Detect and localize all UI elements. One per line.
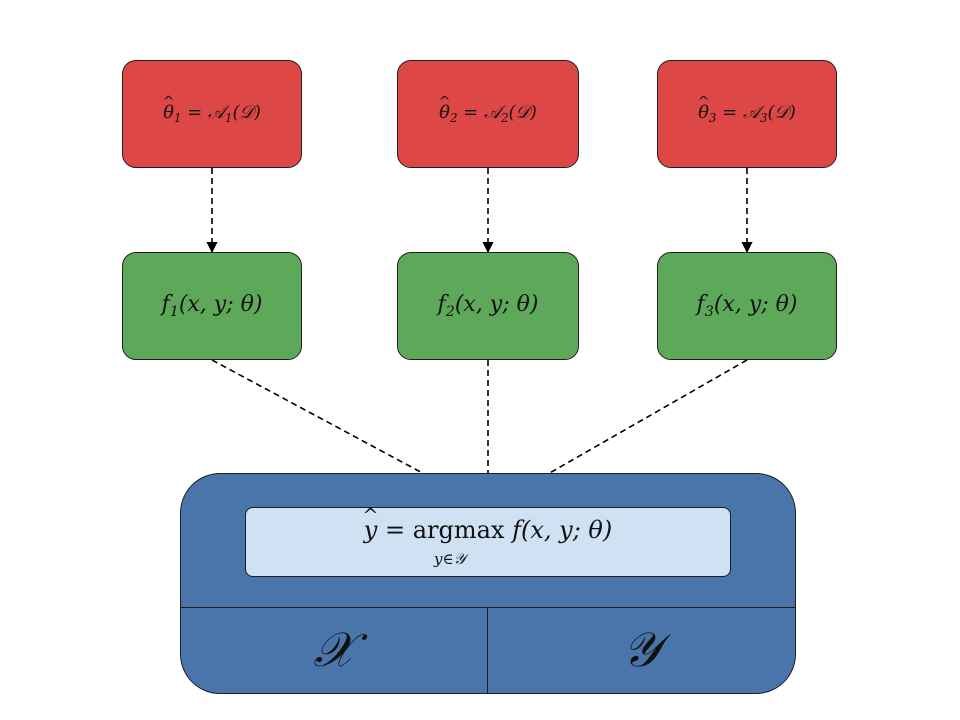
learner-label-1: θ1 = 𝒜1(𝒟)	[163, 102, 261, 125]
learner-label-2: θ2 = 𝒜2(𝒟)	[439, 102, 537, 125]
prediction-lhs: y	[364, 516, 378, 544]
model-box-3: f3(x, y; θ)	[657, 252, 837, 360]
edge-model1-inference	[211, 359, 485, 507]
prediction-rhs: f(x, y; θ)	[512, 516, 613, 544]
argmax-operator: argmax	[412, 516, 505, 544]
inference-divider-horizontal	[181, 607, 795, 608]
output-space-label: 𝒴	[622, 622, 661, 678]
learner-label-3: θ3 = 𝒜3(𝒟)	[698, 102, 796, 125]
input-space-cell: 𝒳	[181, 608, 487, 693]
model-label-2: f2(x, y; θ)	[437, 292, 539, 320]
prediction-equation-box: y = argmax f(x, y; θ) y∈𝒴	[245, 507, 731, 577]
model-label-3: f3(x, y; θ)	[696, 292, 798, 320]
output-space-cell: 𝒴	[488, 608, 795, 693]
argmax-subscript: y∈𝒴	[434, 550, 466, 568]
input-space-label: 𝒳	[313, 622, 355, 678]
prediction-equation: y = argmax f(x, y; θ)	[246, 516, 730, 544]
model-label-1: f1(x, y; θ)	[161, 292, 263, 320]
learner-box-3: θ3 = 𝒜3(𝒟)	[657, 60, 837, 168]
learner-box-2: θ2 = 𝒜2(𝒟)	[397, 60, 579, 168]
model-box-1: f1(x, y; θ)	[122, 252, 302, 360]
model-box-2: f2(x, y; θ)	[397, 252, 579, 360]
inference-divider-vertical	[487, 607, 488, 693]
learner-box-1: θ1 = 𝒜1(𝒟)	[122, 60, 302, 168]
